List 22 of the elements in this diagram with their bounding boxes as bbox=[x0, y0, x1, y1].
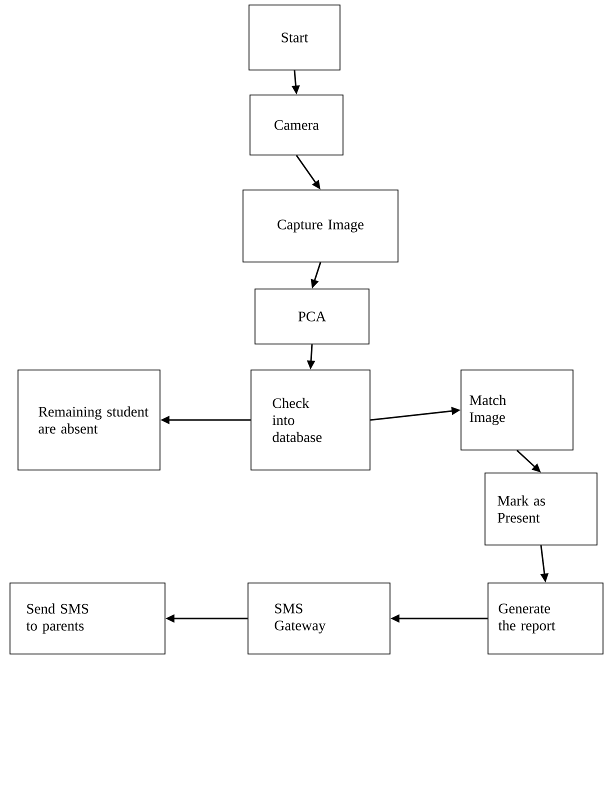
process-box bbox=[460, 370, 574, 450]
process-box bbox=[242, 190, 398, 262]
process-box bbox=[254, 288, 370, 344]
node-label: Generate the report bbox=[498, 604, 556, 634]
process-box bbox=[488, 582, 604, 654]
process-box bbox=[484, 472, 598, 546]
node-label: Mark as Present bbox=[498, 495, 546, 523]
process-box bbox=[250, 370, 370, 470]
process-box bbox=[250, 94, 344, 156]
node-label: PCA bbox=[298, 312, 326, 322]
node-label: Send SMS to parents bbox=[26, 603, 88, 634]
process-box bbox=[18, 370, 160, 470]
node-label: Capture Image bbox=[278, 220, 364, 232]
process-box bbox=[248, 4, 340, 70]
node-label: Check into database bbox=[272, 398, 322, 442]
node-label: Remaining student are absent bbox=[38, 406, 148, 434]
node-label: Start bbox=[282, 32, 308, 42]
process-box bbox=[248, 582, 390, 654]
node-label: SMS Gateway bbox=[274, 604, 326, 634]
node-label: Camera bbox=[274, 120, 319, 130]
process-box bbox=[10, 582, 166, 654]
node-label: Match Image bbox=[470, 394, 506, 426]
